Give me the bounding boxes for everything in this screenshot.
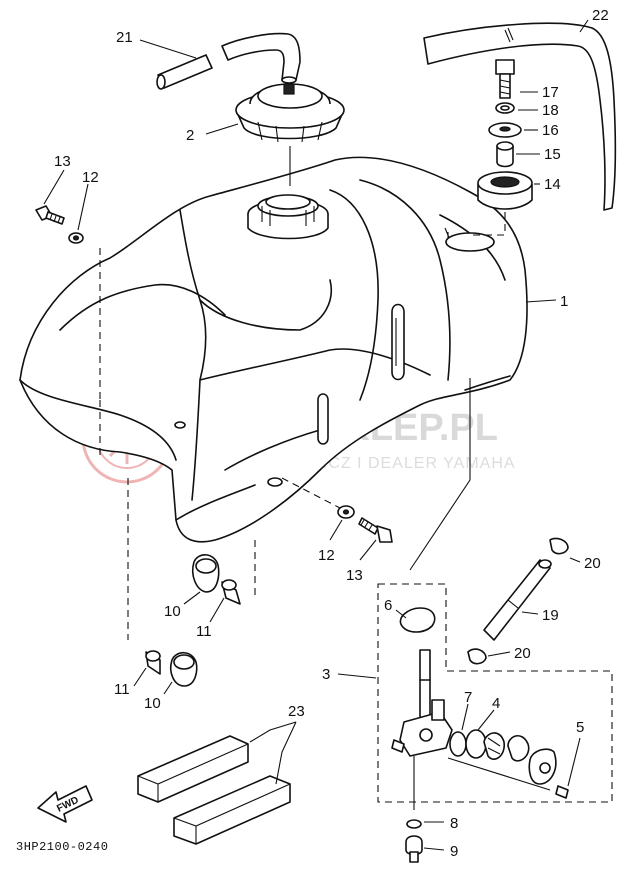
fuel-cap: [235, 83, 345, 186]
callout-23: 23: [288, 703, 305, 720]
callout-11-lower: 11: [114, 681, 130, 698]
callout-15: 15: [544, 146, 561, 163]
leader-lines: [43, 19, 589, 851]
right-bolt-set: [281, 477, 393, 543]
strap-hardware: [470, 59, 533, 236]
callout-12-right: 12: [318, 547, 335, 564]
tank-strap: [423, 22, 617, 211]
callout-5: 5: [576, 719, 584, 736]
callout-20-lower: 20: [514, 645, 531, 662]
callout-14: 14: [544, 176, 561, 193]
callout-18: 18: [542, 102, 559, 119]
callout-12-left: 12: [82, 169, 99, 186]
callout-16: 16: [542, 122, 559, 139]
forward-arrow: FWD: [37, 785, 93, 823]
callout-13-left: 13: [54, 153, 71, 170]
callout-19: 19: [542, 607, 559, 624]
callout-13-right: 13: [346, 567, 363, 584]
callout-labels: 21 22 2 17 18 16 15 14 13 12 1 12 13 10 …: [54, 7, 609, 860]
callout-10-lower: 10: [144, 695, 161, 712]
callout-10-upper: 10: [164, 603, 181, 620]
callout-9: 9: [450, 843, 458, 860]
callout-11-upper: 11: [196, 623, 212, 640]
part-code: 3HP2100-0240: [16, 840, 108, 854]
callout-6: 6: [384, 597, 392, 614]
callout-7: 7: [464, 689, 472, 706]
callout-1: 1: [560, 293, 568, 310]
foam-pads: [137, 735, 291, 845]
fuel-tank: [19, 156, 528, 543]
left-bolt-set: [35, 205, 101, 460]
callout-21: 21: [116, 29, 133, 46]
callout-8: 8: [450, 815, 458, 832]
callout-2: 2: [186, 127, 194, 144]
callout-22: 22: [592, 7, 609, 24]
fuel-cock-assembly: [377, 378, 613, 863]
mounting-dampers: [127, 478, 256, 687]
callout-4: 4: [492, 695, 500, 712]
callout-17: 17: [542, 84, 559, 101]
breather-hose: [156, 32, 301, 90]
callout-3: 3: [322, 666, 330, 683]
callout-20-upper: 20: [584, 555, 601, 572]
